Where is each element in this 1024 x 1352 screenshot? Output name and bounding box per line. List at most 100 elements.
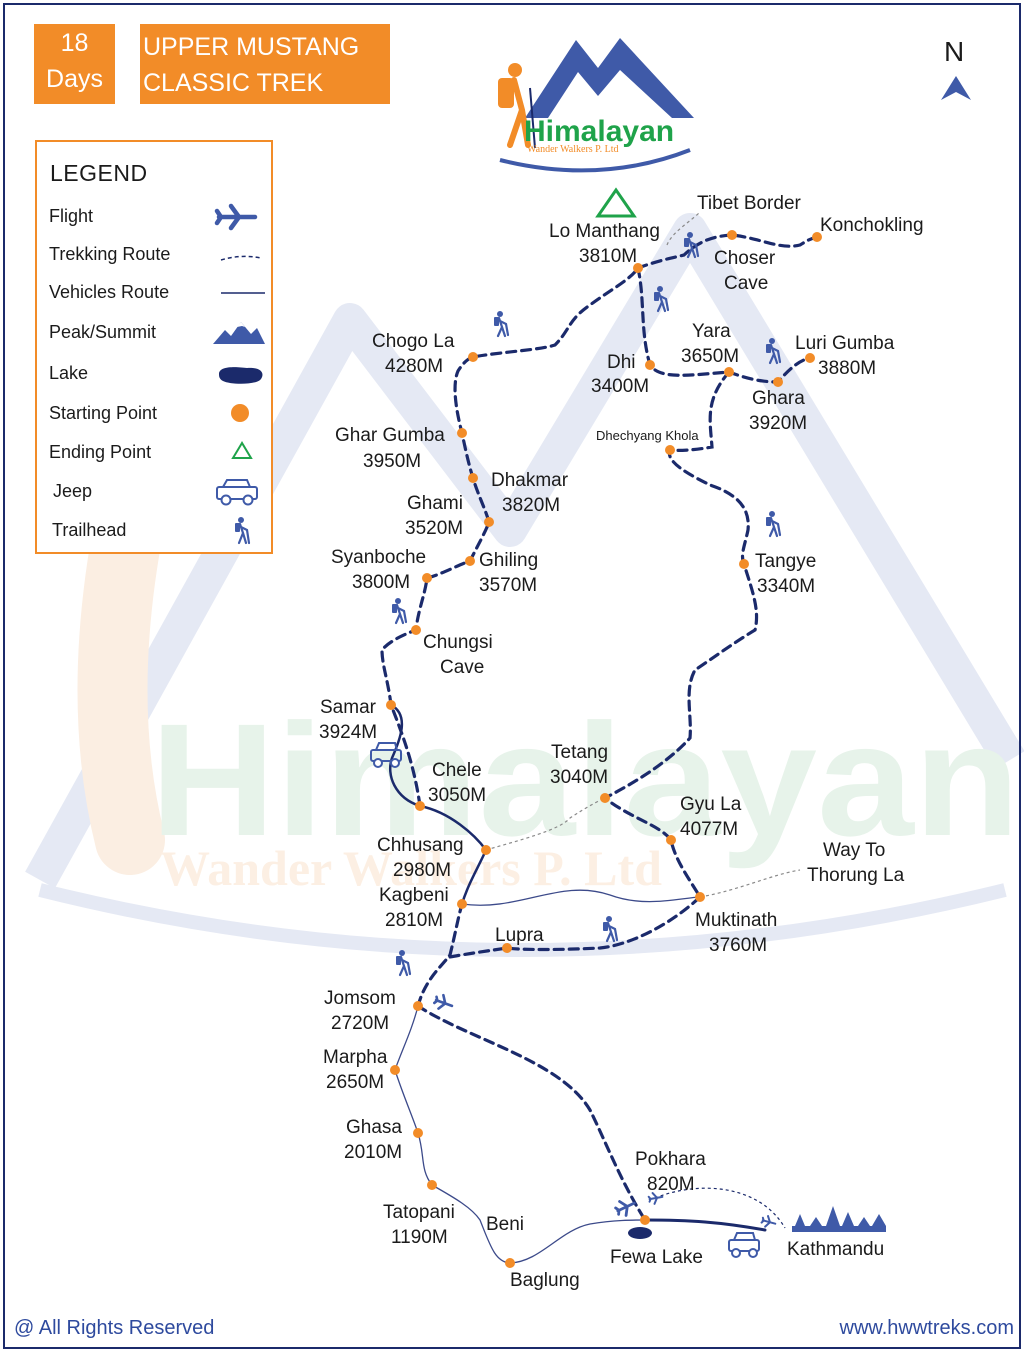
kathmandu-skyline-icon [792,1206,886,1232]
label-ghami: Ghami [407,493,463,514]
legend-label: Starting Point [49,403,158,423]
legend-item-lake: Lake [49,359,263,389]
place-labels: Lo Manthang 3810M Tibet Border Konchokli… [319,193,924,1291]
label-luri-gumba: Luri Gumba [795,333,895,354]
watermark-tagline: Wander Walkers P. Ltd [160,840,662,896]
green-triangle-icon [231,441,253,459]
legend-label: Peak/Summit [49,322,157,342]
label-ghara: Ghara [752,388,805,409]
label-kagbeni: Kagbeni [379,885,449,906]
label-ghasa-alt: 2010M [344,1142,402,1163]
label-gyu-la: Gyu La [680,794,742,815]
days-number: 18 [60,29,89,57]
solid-line-icon [221,292,265,294]
trailhead-hiker-icon [492,309,510,338]
label-jomsom-alt: 2720M [331,1013,389,1034]
label-pokhara: Pokhara [635,1149,706,1170]
label-jomsom: Jomsom [324,988,396,1009]
point-pokhara [640,1215,650,1225]
label-yara-alt: 3650M [681,346,739,367]
label-yara: Yara [692,321,731,342]
label-tatopani-alt: 1190M [391,1227,448,1248]
flight-route-jomsom-pokhara [416,1004,647,1222]
point-dhechyang-khola [665,445,675,455]
title-line-1: UPPER MUSTANG [143,33,360,61]
dashed-line-icon [220,255,262,261]
compass-north-label: N [944,36,965,67]
point-syanboche [422,573,432,583]
label-muktinath: Muktinath [695,910,777,931]
label-dhi: Dhi [607,352,636,373]
website-link[interactable]: www.hwwtreks.com [839,1317,1014,1339]
label-chhusang-alt: 2980M [393,860,451,881]
vehicle-route-kagbeni-muktinath [461,889,701,906]
label-ghara-alt: 3920M [749,413,807,434]
label-tangye: Tangye [755,551,816,572]
label-konchokling: Konchokling [820,215,924,236]
logo-name: Himalayan [524,115,674,148]
legend-label: Jeep [53,481,93,501]
label-choser: Choser [714,248,776,269]
legend-label: Lake [49,363,89,383]
legend-label: Flight [49,206,94,226]
jeep-icon [216,479,258,506]
point-ghami [484,517,494,527]
route-points [386,230,822,1268]
trailhead-hiker-icon [390,596,408,625]
label-chhusang: Chhusang [377,835,464,856]
label-muktinath-alt: 3760M [709,935,767,956]
point-lupra [502,943,512,953]
label-lo-manthang-alt: 3810M [579,246,637,267]
legend-item-jeep: Jeep [49,477,259,507]
point-tangye [739,559,749,569]
legend-label: Vehicles Route [49,282,170,302]
point-chungsi [411,625,421,635]
label-chungsi-cave: Cave [440,657,484,678]
label-kathmandu: Kathmandu [787,1239,884,1260]
logo-tagline: Wander Walkers P. Ltd [527,144,619,155]
label-samar: Samar [320,697,377,718]
trailhead-hiker-icon [764,509,782,538]
point-baglung [505,1258,515,1268]
point-tatopani [427,1180,437,1190]
label-chungsi: Chungsi [423,632,493,653]
path-tetang-chhusang [485,797,606,851]
lake-icon [219,367,263,384]
point-gyu-la [666,835,676,845]
trek-route-west [380,266,640,1008]
legend-item-trekking-route: Trekking Route [49,240,262,270]
hiker-icon [235,517,251,545]
legend-title: LEGEND [50,160,148,186]
label-marpha-alt: 2650M [326,1072,384,1093]
point-chele [415,801,425,811]
label-luri-gumba-alt: 3880M [818,358,876,379]
label-dhechyang-khola: Dhechyang Khola [596,428,699,443]
legend-label: Trailhead [52,520,127,540]
point-ghara [773,377,783,387]
label-thorung-la: Thorung La [807,865,905,886]
orange-dot-icon [231,404,249,422]
point-ghasa [413,1128,423,1138]
label-ghasa: Ghasa [346,1117,402,1138]
watermark-name: Himalayan [150,690,1020,869]
label-beni: Beni [486,1214,524,1235]
label-syanboche: Syanboche [331,547,426,568]
copyright-notice: @ All Rights Reserved [14,1317,215,1339]
north-arrow-icon [941,76,971,100]
label-ghar-gumba: Ghar Gumba [335,425,445,446]
legend-item-trailhead: Trailhead [49,516,259,546]
logo-hiker-icon [498,63,536,149]
point-marpha [390,1065,400,1075]
path-to-tibet-border [666,211,701,246]
point-chogo-la [468,352,478,362]
label-ghami-alt: 3520M [405,518,463,539]
point-dhi [645,360,655,370]
flight-route-pokhara-kathmandu [654,1187,786,1229]
side-paths [485,211,801,1229]
point-choser [727,230,737,240]
label-gyu-la-alt: 4077M [680,819,738,840]
airplane-icon [431,991,456,1014]
point-lo-manthang [633,263,643,273]
